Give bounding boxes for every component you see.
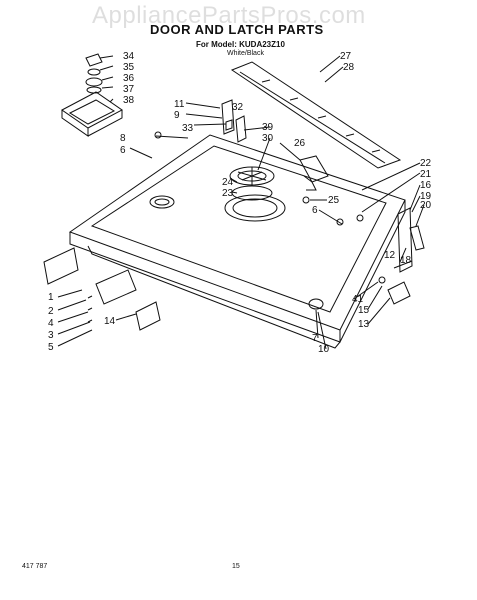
callout-37: 37 — [123, 84, 135, 95]
callout-34: 34 — [123, 51, 135, 62]
callout-19: 19 — [420, 191, 432, 202]
watermark: AppliancePartsPros.com — [92, 2, 366, 29]
callout-6b: 6 — [312, 205, 318, 216]
door-bottom-trim — [87, 245, 341, 349]
vent-knob — [85, 53, 103, 67]
callout-22: 22 — [420, 158, 432, 169]
hinge-bracket-13 — [387, 281, 411, 305]
callout-9: 9 — [174, 110, 180, 121]
left-hinge-cover — [43, 247, 79, 285]
callout-41: 41 — [352, 294, 364, 305]
callout-27: 27 — [340, 51, 352, 62]
vent-cap — [149, 195, 175, 209]
latch-strike — [235, 115, 247, 143]
callout-25: 25 — [328, 195, 340, 206]
screw-25 — [302, 196, 310, 204]
callout-5: 5 — [48, 342, 54, 353]
callout-15: 15 — [358, 305, 370, 316]
callout-21: 21 — [420, 169, 432, 180]
callout-10: 10 — [318, 344, 330, 355]
top-handle-rail — [230, 61, 402, 169]
callout-13: 13 — [358, 319, 370, 330]
callout-6: 6 — [120, 145, 126, 156]
hinge-arm — [397, 207, 413, 273]
callout-28: 28 — [343, 62, 355, 73]
callout-38: 38 — [123, 95, 135, 106]
callout-11: 11 — [174, 99, 185, 110]
callout-32: 32 — [232, 102, 244, 113]
diagram-title: DOOR AND LATCH PARTS — [150, 22, 324, 37]
door-side-edge — [339, 200, 406, 343]
bumper — [308, 298, 324, 310]
color-label: White/Black — [227, 50, 264, 57]
callout-18: 18 — [400, 255, 412, 266]
callout-3: 3 — [48, 330, 54, 341]
callout-2: 2 — [48, 306, 54, 317]
screw-6 — [336, 218, 344, 226]
callout-30: 30 — [262, 133, 274, 144]
hinge-link — [409, 225, 425, 251]
callout-labels: 34 35 36 37 38 27 28 11 9 33 32 8 6 39 3… — [48, 51, 432, 355]
callout-26: 26 — [294, 138, 306, 149]
callout-14: 14 — [104, 316, 116, 327]
screw-41 — [378, 276, 386, 284]
model-label: For Model: KUDA23Z10 — [196, 40, 285, 49]
callout-35: 35 — [123, 62, 135, 73]
page-number: 15 — [232, 563, 240, 570]
callout-4: 4 — [48, 318, 54, 329]
door-bottom-edge — [69, 232, 341, 343]
callout-33: 33 — [182, 123, 194, 134]
latch-lever — [299, 155, 329, 183]
callout-24: 24 — [222, 177, 234, 188]
left-hinge-arm — [95, 269, 137, 305]
callout-7: 7 — [312, 333, 318, 344]
dispenser-gasket — [231, 185, 273, 201]
callout-20: 20 — [420, 200, 432, 211]
callout-39: 39 — [262, 122, 274, 133]
screw-18 — [356, 214, 364, 222]
screw-8 — [154, 131, 162, 139]
door-inner-panel — [90, 145, 387, 313]
left-link-14 — [135, 301, 161, 331]
callout-36: 36 — [123, 73, 135, 84]
callout-1: 1 — [48, 292, 54, 303]
clip-33 — [225, 119, 233, 131]
callout-12: 12 — [384, 250, 396, 261]
callout-8: 8 — [120, 133, 126, 144]
callout-23: 23 — [222, 188, 234, 199]
callout-16: 16 — [420, 180, 432, 191]
footer-code: 417 787 — [22, 563, 48, 570]
dispenser-opening — [224, 194, 286, 222]
